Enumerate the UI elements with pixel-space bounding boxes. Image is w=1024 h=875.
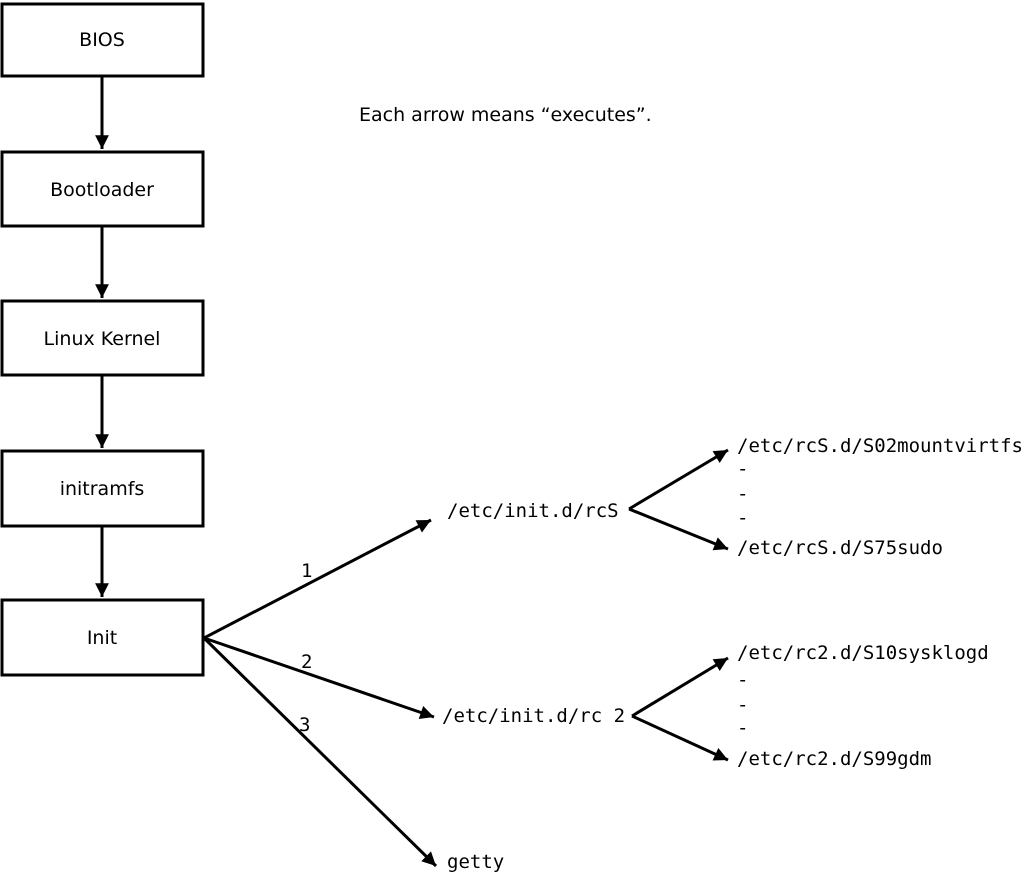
- label-rcs-script: /etc/init.d/rcS: [447, 500, 619, 522]
- branch-order-3: 3: [299, 714, 310, 736]
- arrow-init-to-rcs: [203, 518, 432, 640]
- init-fanout: 1 2 3: [202, 518, 438, 868]
- flow-chain: BIOS Bootloader Linux Kernel initramfs I…: [0, 2, 205, 677]
- arrow-rcs-to-first-child: [628, 448, 729, 511]
- branch-order-1: 1: [301, 560, 312, 582]
- box-label-bios: BIOS: [79, 29, 125, 51]
- rc2-child-first: /etc/rc2.d/S10sysklogd: [737, 642, 989, 664]
- arrow-rcs-to-last-child: [628, 507, 729, 551]
- arrow-rc2-to-first-child: [631, 656, 729, 718]
- arrow-rc2-to-last-child: [631, 714, 729, 762]
- arrow-init-to-rc2: [203, 636, 435, 720]
- rcs-child-ellipsis-2: -: [737, 483, 748, 505]
- rc2-child-ellipsis-2: -: [737, 694, 748, 716]
- box-label-initramfs: initramfs: [60, 478, 145, 500]
- branch-getty: getty: [447, 851, 504, 873]
- rcs-child-first: /etc/rcS.d/S02mountvirtfs: [737, 435, 1023, 457]
- arrow-init-to-getty: [202, 636, 438, 868]
- box-bios: [0, 2, 205, 78]
- branch-rc2: /etc/init.d/rc 2 /etc/rc2.d/S10sysklogd …: [442, 642, 989, 770]
- box-label-init: Init: [87, 627, 117, 649]
- branch-rcs: /etc/init.d/rcS /etc/rcS.d/S02mountvirtf…: [447, 435, 1023, 559]
- box-init: [0, 598, 205, 677]
- rc2-child-last: /etc/rc2.d/S99gdm: [737, 748, 931, 770]
- label-rc2-script: /etc/init.d/rc 2: [442, 705, 625, 727]
- rcs-child-ellipsis-1: -: [737, 458, 748, 480]
- diagram-note: Each arrow means “executes”.: [359, 104, 652, 126]
- rcs-child-ellipsis-3: -: [737, 507, 748, 529]
- box-bootloader: [0, 150, 205, 228]
- box-label-linux-kernel: Linux Kernel: [44, 328, 161, 350]
- rc2-child-ellipsis-3: -: [737, 717, 748, 739]
- branch-order-2: 2: [301, 651, 312, 673]
- box-initramfs: [0, 449, 205, 528]
- rcs-child-last: /etc/rcS.d/S75sudo: [737, 537, 943, 559]
- rc2-child-ellipsis-1: -: [737, 669, 748, 691]
- label-getty: getty: [447, 851, 504, 873]
- box-label-bootloader: Bootloader: [50, 179, 154, 201]
